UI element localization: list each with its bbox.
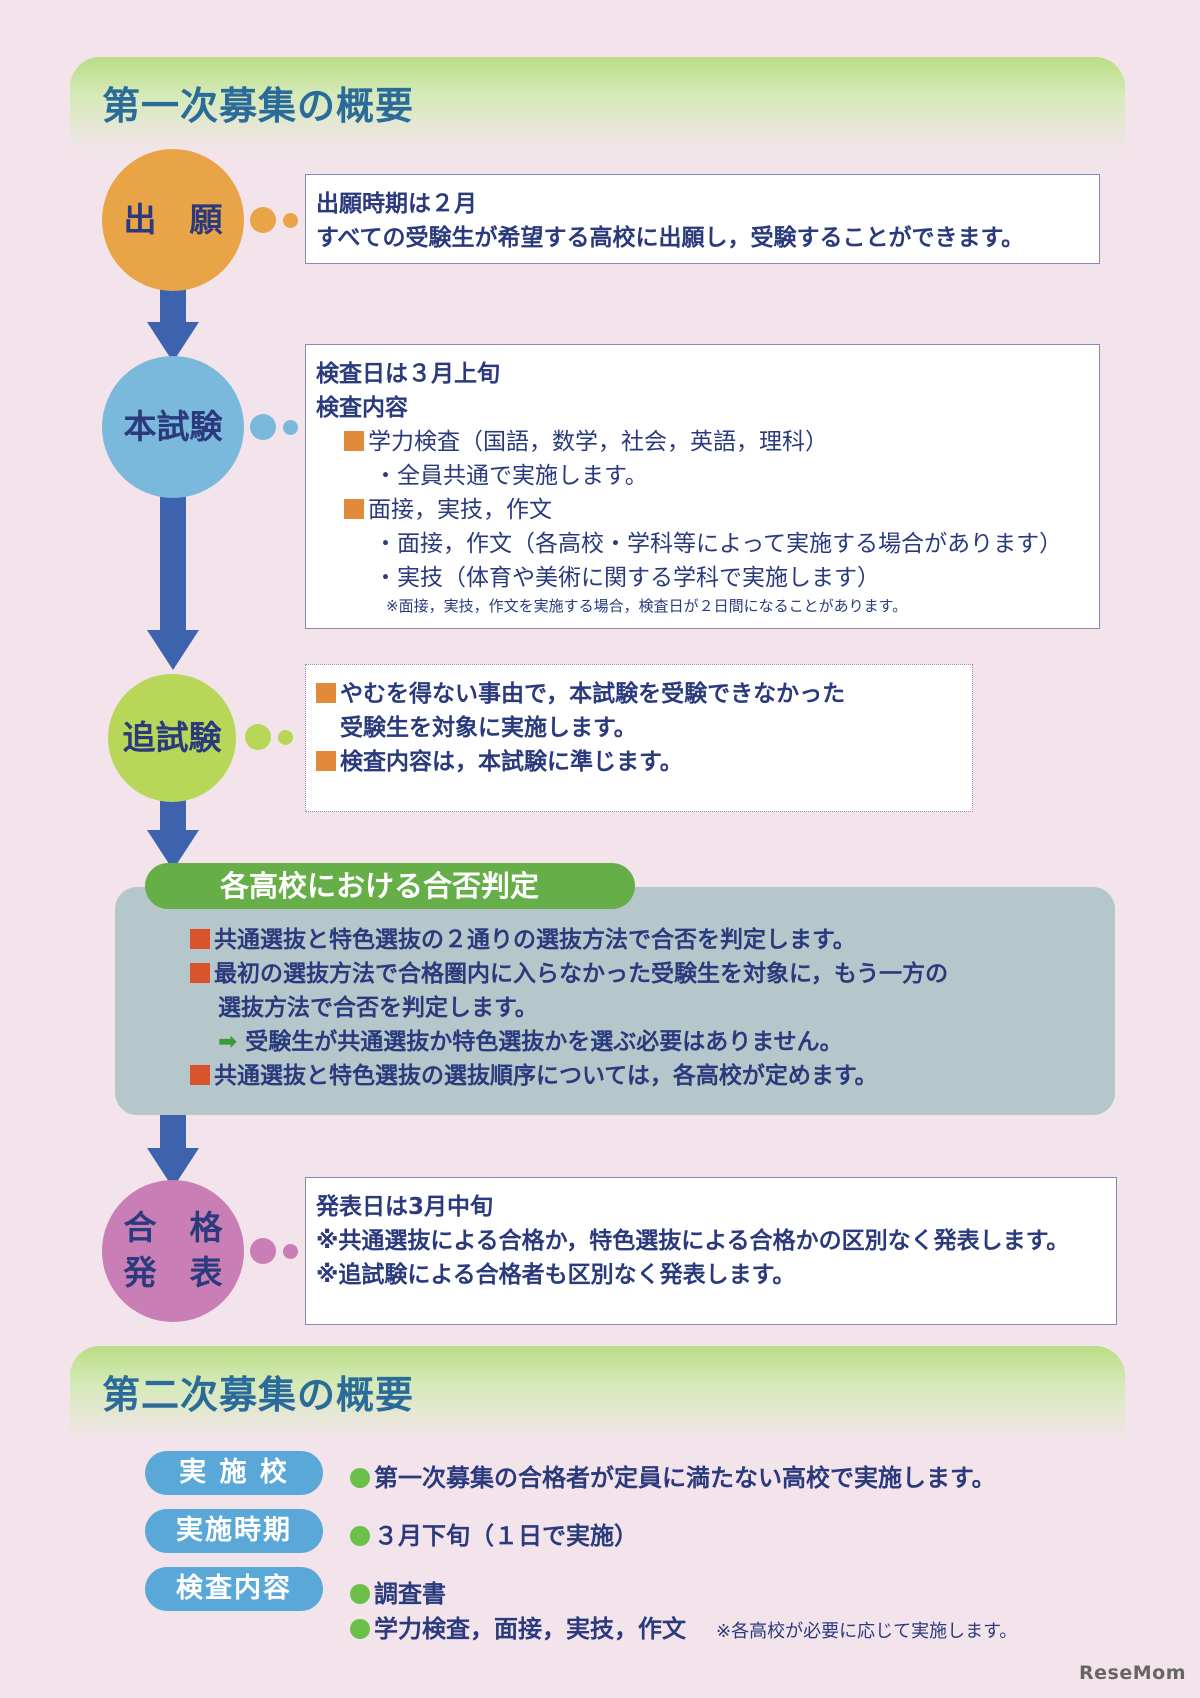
main-exam-circle: 本試験 [102,356,244,498]
main-exam-item1-sub: ・全員共通で実施します。 [374,463,648,489]
square-bullet-icon [190,963,210,983]
connector-dot [283,420,298,435]
announcement-note2: ※追試験による合格者も区別なく発表します。 [316,1262,796,1288]
main-exam-note: ※面接，実技，作文を実施する場合，検査日が２日間になることがあります。 [386,597,908,615]
right-arrow-icon: ➡ [218,1029,238,1055]
circle-bullet-icon [350,1584,370,1604]
judgment-line1-text: 共通選抜と特色選抜の２通りの選抜方法で合否を判定します。 [214,927,856,953]
square-bullet-icon [190,929,210,949]
makeup-exam-line1: やむを得ない事由で，本試験を受験できなかった [316,677,962,711]
judgment-title: 各高校における合否判定 [145,863,635,909]
apply-period: 出願時期は２月 [316,191,477,217]
circle-bullet-icon [350,1468,370,1488]
main-exam-item1-text: 学力検査（国語，数学，社会，英語，理科） [368,429,828,455]
section2-title: 第二次募集の概要 [102,1373,415,1417]
main-exam-content-heading: 検査内容 [316,395,408,421]
section1-header: 第一次募集の概要 [70,57,1125,152]
makeup-exam-line2: 検査内容は，本試験に準じます。 [316,745,962,779]
exam-content-text2: 学力検査，面接，実技，作文 ※各高校が必要に応じて実施します。 [350,1609,1017,1644]
judgment-text: 共通選抜と特色選抜の２通りの選抜方法で合否を判定します。 最初の選抜方法で合格圏… [190,923,948,1093]
judgment-line4-text: 共通選抜と特色選抜の選抜順序については，各高校が定めます。 [214,1063,878,1089]
schedule-text: ３月下旬（１日で実施） [350,1516,638,1551]
square-bullet-icon [344,431,364,451]
down-arrow-icon [160,285,186,325]
exam-content-value2: 学力検査，面接，実技，作文 [374,1615,686,1643]
announcement-note1: ※共通選抜による合格か，特色選抜による合格かの区別なく発表します。 [316,1228,1070,1254]
main-exam-item2: 面接，実技，作文 [316,493,1089,527]
circle-bullet-icon [350,1619,370,1639]
apply-box: 出願時期は２月 すべての受験生が希望する高校に出願し，受験することができます。 [305,174,1100,264]
resemom-logo: ReseMom [1079,1662,1186,1684]
down-arrow-icon [160,490,186,635]
implementing-school-label: 実 施 校 [145,1451,323,1495]
down-arrow-icon [147,322,199,362]
exam-content-note: ※各高校が必要に応じて実施します。 [716,1621,1018,1642]
implementing-school-text: 第一次募集の合格者が定員に満たない高校で実施します。 [350,1458,996,1493]
apply-circle: 出 願 [102,149,244,291]
down-arrow-icon [160,1110,186,1155]
connector-dot [245,724,271,750]
section1-title: 第一次募集の概要 [102,84,415,128]
makeup-exam-line2-text: 検査内容は，本試験に準じます。 [340,749,683,775]
main-exam-label: 本試験 [123,406,223,446]
announcement-label-line1: 合 格 [123,1208,223,1248]
square-bullet-icon [316,683,336,703]
main-exam-item2-sub1: ・面接，作文（各高校・学科等によって実施する場合があります） [374,531,1063,557]
announcement-label-line2: 発 表 [123,1253,223,1292]
makeup-exam-box: やむを得ない事由で，本試験を受験できなかった 受験生を対象に実施します。 検査内… [305,664,973,812]
exam-content-label: 検査内容 [145,1567,323,1611]
judgment-panel [115,887,1115,1115]
announcement-circle: 合 格 発 表 [102,1180,244,1322]
apply-description: すべての受験生が希望する高校に出願し，受験することができます。 [316,225,1025,251]
announcement-box: 発表日は3月中旬 ※共通選抜による合格か，特色選抜による合格かの区別なく発表しま… [305,1177,1117,1325]
section2-header: 第二次募集の概要 [70,1346,1125,1441]
judgment-line1: 共通選抜と特色選抜の２通りの選抜方法で合否を判定します。 [190,923,948,957]
schedule-value: ３月下旬（１日で実施） [374,1522,638,1550]
main-exam-date: 検査日は３月上旬 [316,361,500,387]
makeup-exam-circle: 追試験 [108,674,236,802]
connector-dot [278,730,293,745]
square-bullet-icon [344,499,364,519]
main-exam-box: 検査日は３月上旬 検査内容 学力検査（国語，数学，社会，英語，理科） ・全員共通… [305,344,1100,629]
main-exam-item2-sub2: ・実技（体育や美術に関する学科で実施します） [374,565,880,591]
connector-dot [250,1238,276,1264]
judgment-line3: ➡ 受験生が共通選抜か特色選抜かを選ぶ必要はありません。 [190,1025,948,1059]
implementing-school-value: 第一次募集の合格者が定員に満たない高校で実施します。 [374,1464,996,1492]
main-exam-item1: 学力検査（国語，数学，社会，英語，理科） [316,425,1089,459]
schedule-label: 実施時期 [145,1509,323,1553]
announcement-date: 発表日は3月中旬 [316,1194,494,1220]
makeup-exam-label: 追試験 [122,717,222,757]
judgment-line4: 共通選抜と特色選抜の選抜順序については，各高校が定めます。 [190,1059,948,1093]
makeup-exam-line1-text: やむを得ない事由で，本試験を受験できなかった [340,681,846,707]
judgment-line2-text: 最初の選抜方法で合格圏内に入らなかった受験生を対象に，もう一方の [214,961,949,987]
square-bullet-icon [190,1065,210,1085]
judgment-line3-text: 受験生が共通選抜か特色選抜かを選ぶ必要はありません。 [245,1029,843,1055]
exam-content-text1: 調査書 [350,1574,446,1609]
judgment-line2: 最初の選抜方法で合格圏内に入らなかった受験生を対象に，もう一方の [190,957,948,991]
exam-content-value1: 調査書 [374,1580,446,1608]
square-bullet-icon [316,751,336,771]
connector-dot [283,213,298,228]
connector-dot [250,207,276,233]
makeup-exam-line1-cont: 受験生を対象に実施します。 [340,715,637,741]
connector-dot [283,1244,298,1259]
apply-label: 出 願 [123,199,223,239]
judgment-line2-cont: 選抜方法で合否を判定します。 [218,995,538,1021]
circle-bullet-icon [350,1526,370,1546]
down-arrow-icon [147,630,199,670]
connector-dot [250,414,276,440]
main-exam-item2-text: 面接，実技，作文 [368,497,552,523]
